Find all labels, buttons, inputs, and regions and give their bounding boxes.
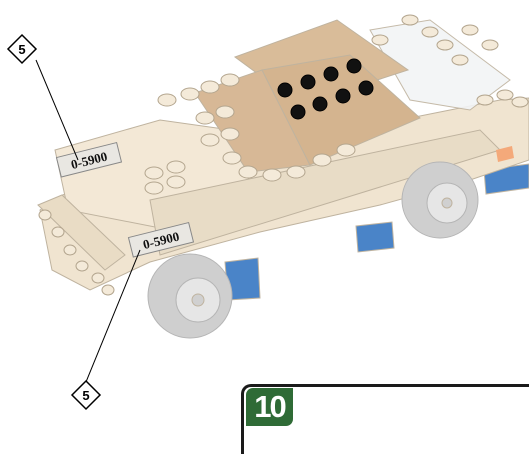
- callout-quantity: 5: [82, 388, 89, 403]
- step-number: 10: [246, 388, 293, 426]
- instruction-illustration: 0-5900 0-5900 5 5: [0, 0, 529, 443]
- front-wheel: [148, 254, 232, 338]
- blue-underbody-block: [356, 222, 394, 252]
- leader-line: [36, 60, 78, 160]
- callout-top: 5: [8, 35, 78, 160]
- rear-wheel: [402, 162, 478, 238]
- callout-quantity: 5: [18, 42, 25, 57]
